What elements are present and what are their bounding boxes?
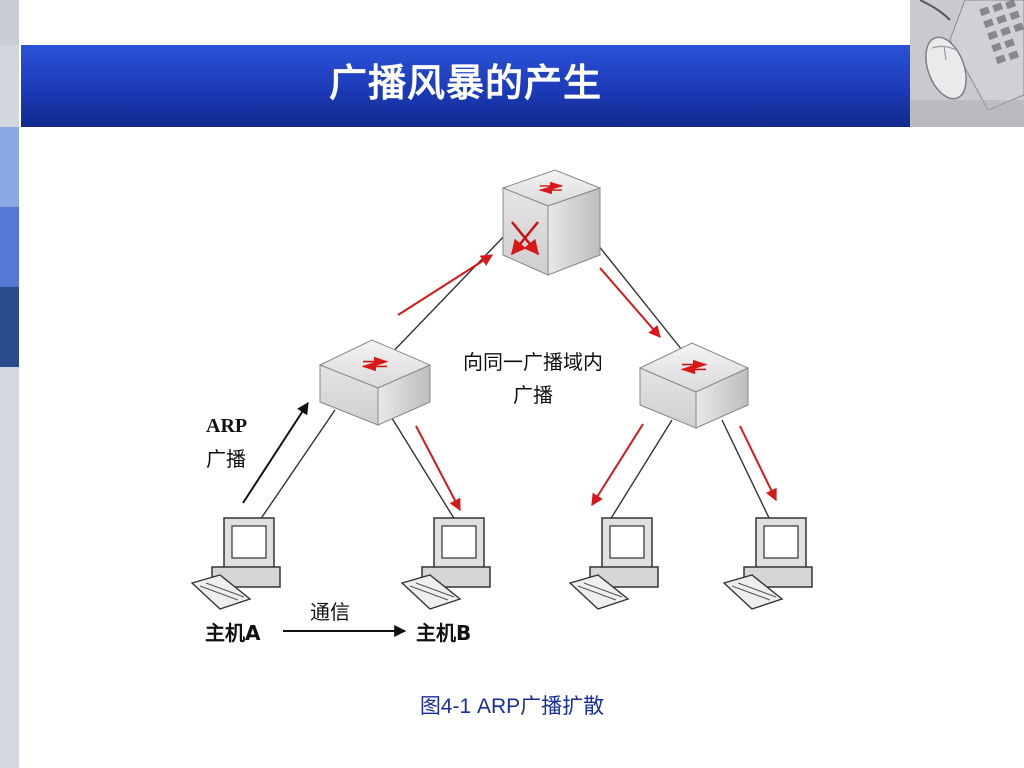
strip-divider (19, 0, 21, 768)
strip-segment (0, 127, 19, 207)
arp-broadcast-label: 广播 (206, 447, 246, 471)
broadcast-domain-label-line1: 向同一广播域内 (463, 350, 603, 374)
broadcast-arrow (415, 425, 461, 512)
core-switch (501, 169, 602, 276)
cable-switch-hostb (389, 414, 456, 521)
side-decoration-strip (0, 0, 19, 768)
strip-segment (0, 207, 19, 287)
strip-segment (0, 45, 19, 127)
broadcast-arrows (397, 254, 777, 512)
figure-caption: 图4-1 ARP广播扩散 (419, 695, 605, 718)
right-switch (638, 342, 750, 429)
cable-switch-hosta (259, 409, 336, 521)
host-b-label: 主机B (416, 621, 471, 645)
slide-title: 广播风暴的产生 (328, 61, 602, 105)
host-computer-3 (568, 517, 659, 610)
cable-switch-host3 (609, 419, 673, 521)
broadcast-arrow (739, 425, 777, 502)
arp-arrow (242, 401, 309, 504)
communication-label: 通信 (310, 600, 350, 624)
keyboard-mouse-image (910, 0, 1024, 127)
broadcast-arrow (599, 267, 661, 338)
host-a-label: 主机A (205, 621, 261, 645)
broadcast-domain-label-line2: 广播 (513, 383, 553, 407)
host-computer-a (190, 517, 281, 610)
title-banner: 广播风暴的产生 (21, 45, 910, 127)
arp-label: ARP (206, 415, 247, 437)
network-cables (259, 229, 771, 521)
cable-switch-host4 (721, 419, 771, 521)
left-switch (318, 339, 432, 426)
broadcast-arrow (591, 423, 644, 507)
host-computer-4 (722, 517, 813, 610)
strip-segment (0, 0, 19, 45)
strip-segment (0, 367, 19, 768)
strip-segment (0, 287, 19, 367)
cable-core-left (384, 229, 511, 361)
cable-core-right (597, 244, 691, 361)
broadcast-arrow (397, 254, 494, 316)
router-arrows-icon (511, 221, 539, 256)
keyboard-mouse-icon (910, 0, 1024, 127)
host-computer-b (400, 517, 491, 610)
